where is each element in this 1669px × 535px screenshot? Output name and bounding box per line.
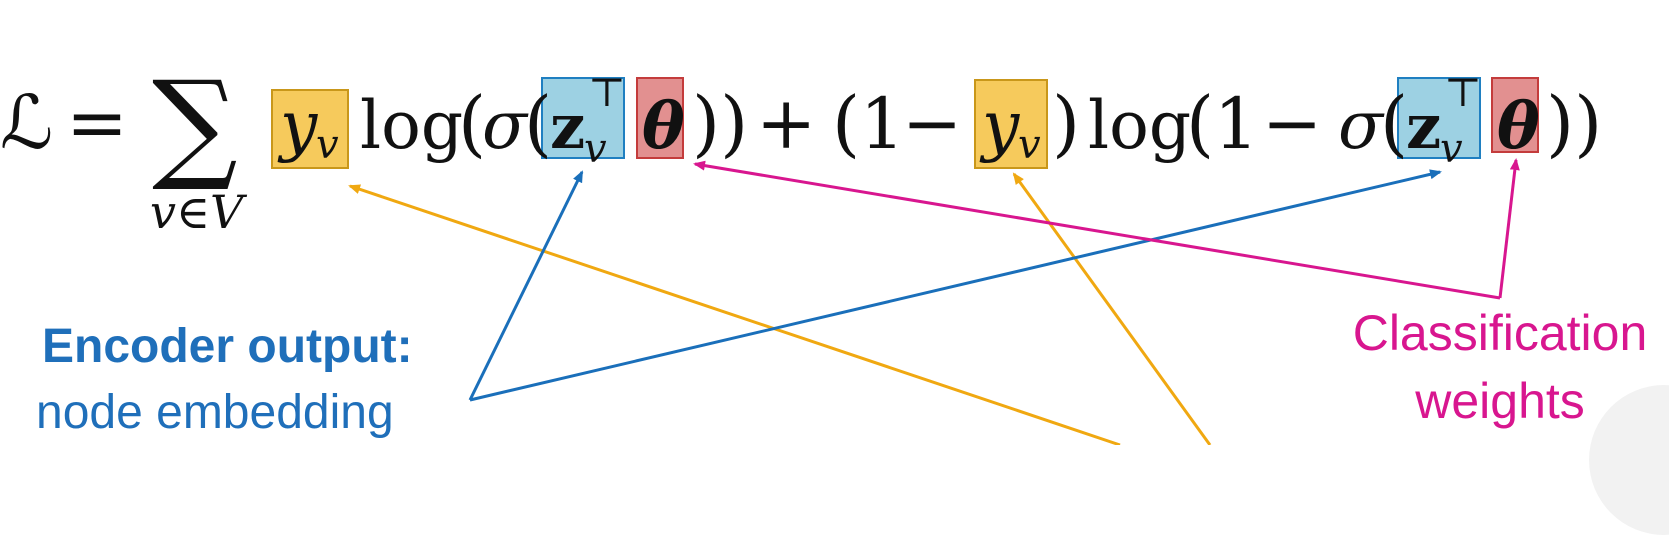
plus-sign: + bbox=[756, 81, 816, 165]
close-parens-2: )) bbox=[1546, 81, 1602, 165]
arrow-magenta-to-theta2 bbox=[1498, 158, 1520, 299]
open-paren-1: ( bbox=[458, 81, 486, 165]
z-term-2: z bbox=[1406, 90, 1441, 163]
log-1: log bbox=[360, 87, 463, 164]
transpose-1: ⊤ bbox=[588, 70, 626, 116]
theta-highlight-box-2 bbox=[1491, 77, 1539, 153]
log-2: log bbox=[1088, 87, 1191, 164]
open-paren-5: ( bbox=[1380, 81, 1408, 165]
y-term-2: y bbox=[979, 87, 1020, 164]
arrow-blue-to-z1 bbox=[468, 170, 584, 401]
minus-1: − bbox=[902, 81, 962, 165]
one-1: 1 bbox=[860, 83, 905, 165]
y-term-1: y bbox=[277, 87, 318, 164]
y-subscript-1: v bbox=[316, 122, 339, 168]
sigma-1: σ bbox=[482, 87, 529, 164]
sigma-2: σ bbox=[1338, 87, 1385, 164]
z-subscript-1: v bbox=[584, 126, 607, 172]
sum-symbol: ∑ bbox=[152, 56, 238, 195]
close-paren-3: ) bbox=[1052, 81, 1080, 165]
encoder-output-title: Encoder output: bbox=[42, 320, 413, 373]
one-2: 1 bbox=[1214, 83, 1259, 165]
y-subscript-2: v bbox=[1018, 122, 1041, 168]
z-highlight-box-1 bbox=[541, 77, 625, 159]
open-paren-4: ( bbox=[1186, 81, 1214, 165]
y-highlight-box-1 bbox=[271, 89, 349, 169]
theta-term-2: θ bbox=[1497, 89, 1540, 164]
arrow-blue-to-z2 bbox=[469, 169, 1442, 402]
minus-2: − bbox=[1262, 81, 1322, 165]
arrow-magenta-to-theta1 bbox=[693, 160, 1501, 300]
z-term-1: z bbox=[550, 90, 585, 163]
encoder-output-subtitle: node embedding bbox=[36, 386, 394, 439]
arrow-yellow-to-y2 bbox=[1012, 172, 1212, 445]
theta-term-1: θ bbox=[642, 89, 685, 164]
z-subscript-2: v bbox=[1440, 126, 1463, 172]
equals-sign: = bbox=[66, 80, 128, 166]
open-paren-2: ( bbox=[524, 81, 552, 165]
sum-subscript: v∈V bbox=[150, 185, 248, 239]
loss-symbol: ℒ bbox=[0, 80, 53, 166]
open-paren-3: ( bbox=[832, 81, 860, 165]
theta-highlight-box-1 bbox=[636, 77, 684, 159]
arrow-yellow-to-y1 bbox=[348, 184, 1121, 445]
z-highlight-box-2 bbox=[1397, 77, 1481, 159]
classification-label-line2: weights bbox=[1414, 373, 1585, 429]
loss-diagram: ℒ = ∑ v∈V y v log ( σ ( z v ⊤ θ )) + ( 1… bbox=[0, 56, 1648, 445]
classification-label-line1: Classification bbox=[1353, 305, 1648, 361]
y-highlight-box-2 bbox=[974, 79, 1048, 169]
close-parens-1: )) bbox=[692, 81, 748, 165]
transpose-2: ⊤ bbox=[1444, 70, 1482, 116]
